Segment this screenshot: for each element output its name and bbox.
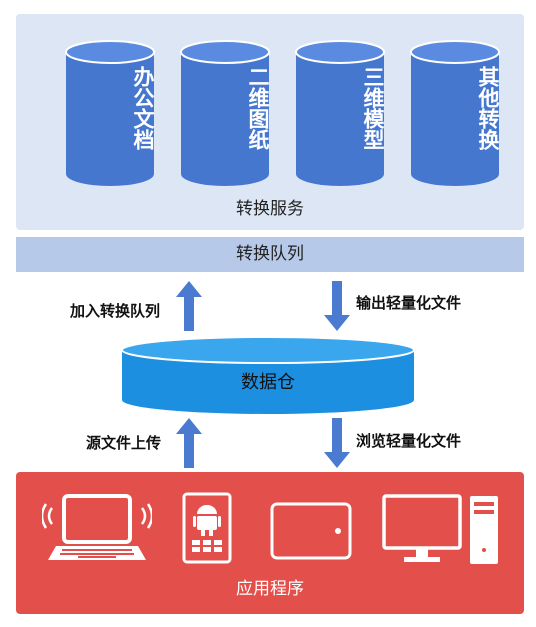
cylinder-office-docs: 办公文档 [64, 40, 156, 188]
source-upload-label: 源文件上传 [86, 434, 162, 452]
arrow-down-browse-icon [324, 418, 350, 468]
cylinder-label: 办公文档 [131, 66, 155, 150]
add-to-queue-label: 加入转换队列 [70, 302, 161, 320]
desktop-computer-icon [382, 494, 498, 564]
cylinder-2d-drawings: 二维图纸 [179, 40, 271, 188]
cylinder-label: 三维模型 [361, 66, 385, 150]
cylinder-3d-models: 三维模型 [294, 40, 386, 188]
tablet-icon [270, 502, 352, 560]
arrow-down-output-icon [324, 281, 350, 331]
database-cylinder-icon [121, 336, 415, 414]
conversion-queue-bar: 转换队列 [16, 237, 524, 272]
applications-title: 应用程序 [236, 579, 304, 599]
cylinder-label: 其他转换 [476, 66, 500, 150]
cylinder-other-conversion: 其他转换 [409, 40, 501, 188]
output-light-file-label: 输出轻量化文件 [356, 294, 462, 312]
arrow-up-to-queue-icon [176, 281, 202, 331]
service-title: 转换服务 [236, 199, 304, 219]
arrow-up-upload-icon [176, 418, 202, 468]
database-label: 数据仓 [241, 372, 295, 393]
android-phone-icon [182, 492, 232, 564]
laptop-wifi-icon [42, 494, 152, 560]
browse-light-file-label: 浏览轻量化文件 [356, 432, 462, 450]
cylinder-label: 二维图纸 [246, 66, 270, 150]
